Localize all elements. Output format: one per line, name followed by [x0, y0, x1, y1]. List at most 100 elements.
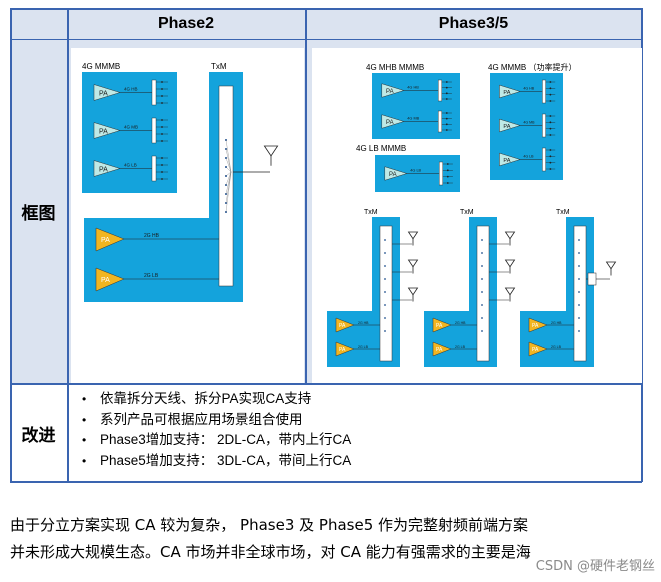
pa-label: PA: [99, 91, 108, 98]
header-phase35: Phase3/5: [305, 8, 642, 40]
antenna-icon: [504, 287, 516, 296]
pa-label: PA: [532, 347, 539, 353]
pa-label: PA: [386, 120, 394, 126]
switch-dot: [384, 330, 386, 332]
pa-amplifier-icon: [499, 84, 522, 99]
phase35-txm-label: TxM: [556, 209, 570, 216]
band-label: 2G LB: [455, 345, 466, 349]
pa-amplifier-icon: [499, 152, 522, 167]
switch-dot: [481, 252, 483, 254]
phase35-mhb-label: 4G MHB MMMB: [366, 63, 424, 72]
pa-amplifier-icon: [384, 166, 408, 181]
pa-label: PA: [503, 124, 510, 130]
band-label: 4G HB: [124, 87, 138, 92]
switch-dot: [578, 330, 580, 332]
switch-dot: [578, 278, 580, 280]
switch-dot: [384, 239, 386, 241]
switch-block: [151, 79, 157, 106]
switch-line: [225, 171, 232, 177]
phase35-lb-label: 4G LB MMMB: [356, 144, 406, 153]
band-label: 4G HB: [407, 86, 419, 90]
diplexer-block: [587, 272, 597, 286]
antenna-icon: [407, 287, 419, 296]
switch-line: [225, 139, 232, 173]
switch-dot: [578, 317, 580, 319]
improvement-list: 依靠拆分天线、拆分PA实现CA支持 系列产品可根据应用场景组合使用 Phase3…: [78, 389, 351, 471]
pa-label: PA: [101, 277, 110, 284]
switch-line: [225, 171, 232, 186]
phase35-txm-label: TxM: [460, 209, 474, 216]
phase35-txm-label: TxM: [364, 209, 378, 216]
pa-label: PA: [339, 347, 346, 353]
switch-dot: [578, 265, 580, 267]
pa-label: PA: [99, 129, 108, 136]
grid-line: [67, 8, 69, 482]
pa-amplifier-icon: [432, 341, 452, 357]
switch-dot: [481, 239, 483, 241]
switch-dot: [481, 265, 483, 267]
band-label: 4G LB: [124, 163, 137, 168]
band-label: 4G HB: [523, 87, 534, 91]
improvement-item: 系列产品可根据应用场景组合使用: [78, 410, 351, 431]
grid-line: [305, 8, 307, 384]
antenna-icon: [504, 259, 516, 268]
band-label: 2G LB: [144, 273, 159, 279]
antenna-icon: [605, 261, 617, 270]
pa-amplifier-icon: [499, 118, 522, 133]
antenna-icon: [407, 231, 419, 240]
pa-label: PA: [503, 158, 510, 164]
switch-block: [542, 147, 546, 172]
pa-amplifier-icon: [93, 84, 121, 101]
switch-line: [225, 171, 232, 195]
pa-amplifier-icon: [528, 341, 548, 357]
watermark: CSDN @硬件老钢丝: [535, 559, 655, 574]
switch-dot: [481, 304, 483, 306]
switch-line: [225, 166, 232, 173]
pa-amplifier-icon: [95, 227, 125, 252]
pa-label: PA: [99, 167, 108, 174]
pa-label: PA: [436, 323, 443, 329]
phase35-txm-switch: [476, 225, 490, 362]
switch-dot: [481, 317, 483, 319]
band-label: 4G LB: [523, 155, 534, 159]
switch-line: [225, 157, 232, 173]
switch-block: [542, 113, 546, 138]
band-label: 4G MB: [407, 117, 419, 121]
row-label-improve: 改进: [21, 425, 56, 446]
header-corner: [10, 8, 67, 40]
switch-line: [225, 171, 232, 204]
switch-line: [225, 171, 232, 213]
band-label: 2G HB: [551, 321, 562, 325]
pa-label: PA: [339, 323, 346, 329]
grid-line: [10, 8, 642, 10]
pa-amplifier-icon: [381, 114, 405, 129]
paragraph-line: 并未形成大规模生态。CA 市场并非全球市场，对 CA 能力有强需求的主要是海: [10, 543, 531, 561]
improvement-item: 依靠拆分天线、拆分PA实现CA支持: [78, 389, 351, 410]
pa-amplifier-icon: [335, 341, 355, 357]
switch-dot: [384, 304, 386, 306]
switch-block: [151, 155, 157, 182]
switch-line: [225, 148, 232, 173]
antenna-icon: [263, 145, 279, 157]
pa-amplifier-icon: [432, 317, 452, 333]
band-label: 2G HB: [358, 321, 369, 325]
row-label-diagram: 框图: [21, 204, 56, 224]
switch-block: [438, 79, 442, 102]
antenna-icon: [504, 231, 516, 240]
band-label: 2G HB: [144, 233, 160, 239]
grid-line: [10, 8, 12, 482]
switch-dot: [384, 291, 386, 293]
pa-amplifier-icon: [335, 317, 355, 333]
band-label: 2G LB: [551, 345, 562, 349]
band-label: 2G HB: [455, 321, 466, 325]
switch-dot: [578, 304, 580, 306]
grid-line: [10, 481, 642, 483]
switch-block: [542, 79, 546, 104]
switch-dot: [578, 291, 580, 293]
phase35-txm-switch: [573, 225, 587, 362]
pa-label: PA: [436, 347, 443, 353]
phase35-txm-switch: [379, 225, 393, 362]
pa-label: PA: [389, 172, 397, 178]
switch-block: [439, 161, 443, 186]
band-label: 4G LB: [410, 169, 421, 173]
